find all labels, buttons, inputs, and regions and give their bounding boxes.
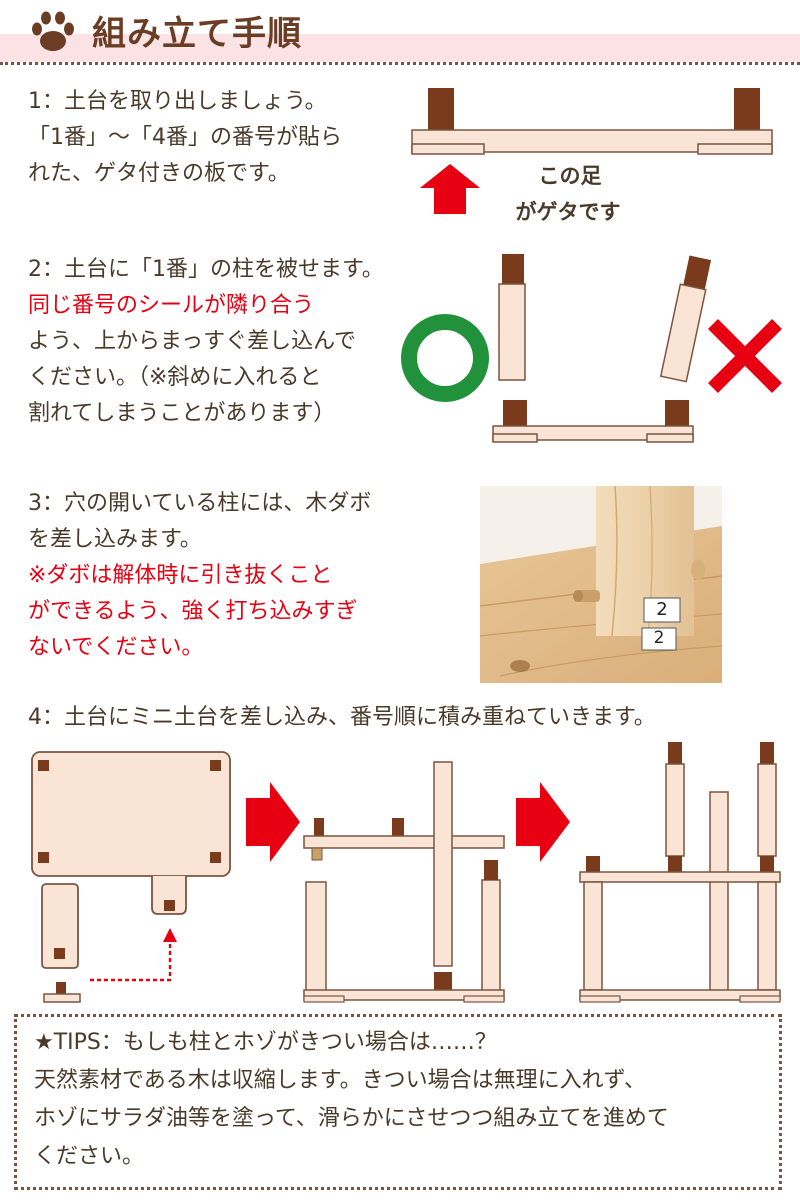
- step3-text: 3：穴の開いている柱には、木ダボ を差し込みます。 ※ダボは解体時に引き抜くこと…: [28, 486, 371, 666]
- step3-line: 3：穴の開いている柱には、木ダボ: [28, 491, 372, 516]
- step1-line: 1：土台を取り出しましょう。: [28, 89, 327, 114]
- geta-foot: [492, 433, 538, 443]
- geta-note-line: この足: [538, 164, 602, 188]
- tall-post: [709, 791, 729, 993]
- up-arrow-icon: [420, 164, 480, 214]
- paw-icon: [32, 11, 74, 51]
- board-top-view: [31, 751, 231, 877]
- base-board: [579, 989, 781, 1001]
- base-tenon: [428, 88, 454, 130]
- photo-label-post-text: 2: [656, 599, 668, 620]
- post-cap: [683, 255, 712, 290]
- step2-text: 2：土台に「1番」の柱を被せます。 同じ番号のシールが隣り合う よう、上からまっ…: [28, 252, 384, 432]
- header-divider: [0, 62, 800, 65]
- step2-line: 割れてしまうことがあります）: [28, 401, 336, 426]
- base-tenon: [503, 400, 527, 428]
- geta-foot: [646, 433, 694, 443]
- mini-base-piece: [41, 883, 79, 969]
- base-tenon: [734, 88, 760, 130]
- step3-line: を差し込みます。: [28, 527, 202, 552]
- step1-base-illustration: [411, 88, 773, 214]
- step1-line: れた、ゲタ付きの板です。: [28, 161, 290, 186]
- geta-note-line: がゲタです: [515, 200, 621, 224]
- photo-dowel: [578, 590, 600, 602]
- post-cap: [502, 254, 524, 284]
- base-tenon: [665, 400, 689, 428]
- next-arrow-icon: [246, 782, 300, 862]
- step2-illustration: [401, 254, 782, 443]
- mini-board: [303, 835, 505, 849]
- post-slanted: [659, 283, 707, 383]
- tall-post: [433, 761, 453, 967]
- step3-line-emphasis: ないでください。: [28, 635, 204, 660]
- step4-illustration: [31, 742, 781, 1003]
- step2-line: 2：土台に「1番」の柱を被せます。: [28, 257, 384, 282]
- tips-line: ください。: [34, 1144, 145, 1169]
- step1-text: 1：土台を取り出しましょう。 「1番」〜「4番」の番号が貼ら れた、ゲタ付きの板…: [28, 84, 342, 192]
- tips-box: [14, 1014, 782, 1190]
- header-band: [0, 34, 800, 62]
- step1-line: 「1番」〜「4番」の番号が貼ら: [28, 125, 342, 150]
- base-board: [492, 425, 694, 441]
- tips-text: ★TIPS：もしも柱とホゾがきつい場合は……？ 天然素材である木は収縮します。き…: [34, 1024, 774, 1176]
- photo-label-base: [641, 627, 677, 651]
- tips-line: ホゾにサラダ油等を塗って、滑らかにさせつつ組み立てを進めて: [34, 1106, 669, 1131]
- photo-label-base-text: 2: [653, 628, 665, 648]
- post-straight: [498, 283, 526, 381]
- step2-line: よう、上からまっすぐ差し込んで: [28, 329, 357, 354]
- step3-line-emphasis: ※ダボは解体時に引き抜くこと: [28, 563, 333, 588]
- step4-text: 4：土台にミニ土台を差し込み、番号順に積み重ねていきます。: [28, 700, 656, 736]
- correct-circle-icon: [401, 314, 489, 402]
- tips-heading: ★TIPS：もしも柱とホゾがきつい場合は……？: [34, 1030, 497, 1055]
- next-arrow-icon: [516, 782, 570, 862]
- geta-foot: [697, 143, 773, 155]
- tips-line: 天然素材である木は収縮します。きつい場合は無理に入れず、: [34, 1068, 647, 1093]
- page-title: 組み立て手順: [92, 14, 302, 54]
- step2-line: ください。（※斜めに入れると: [28, 365, 322, 390]
- step4-line: 4：土台にミニ土台を差し込み、番号順に積み重ねていきます。: [28, 705, 656, 730]
- step3-line-emphasis: ができるよう、強く打ち込みすぎ: [28, 599, 358, 624]
- insert-path-arrow: [90, 938, 172, 982]
- geta-foot: [411, 143, 485, 155]
- step3-photo: 2 2: [480, 486, 722, 683]
- step2-line-emphasis: 同じ番号のシールが隣り合う: [28, 293, 315, 318]
- wrong-x-icon: [708, 319, 782, 393]
- photo-label-post: [643, 597, 681, 623]
- base-board: [303, 989, 505, 1001]
- base-board: [411, 129, 773, 153]
